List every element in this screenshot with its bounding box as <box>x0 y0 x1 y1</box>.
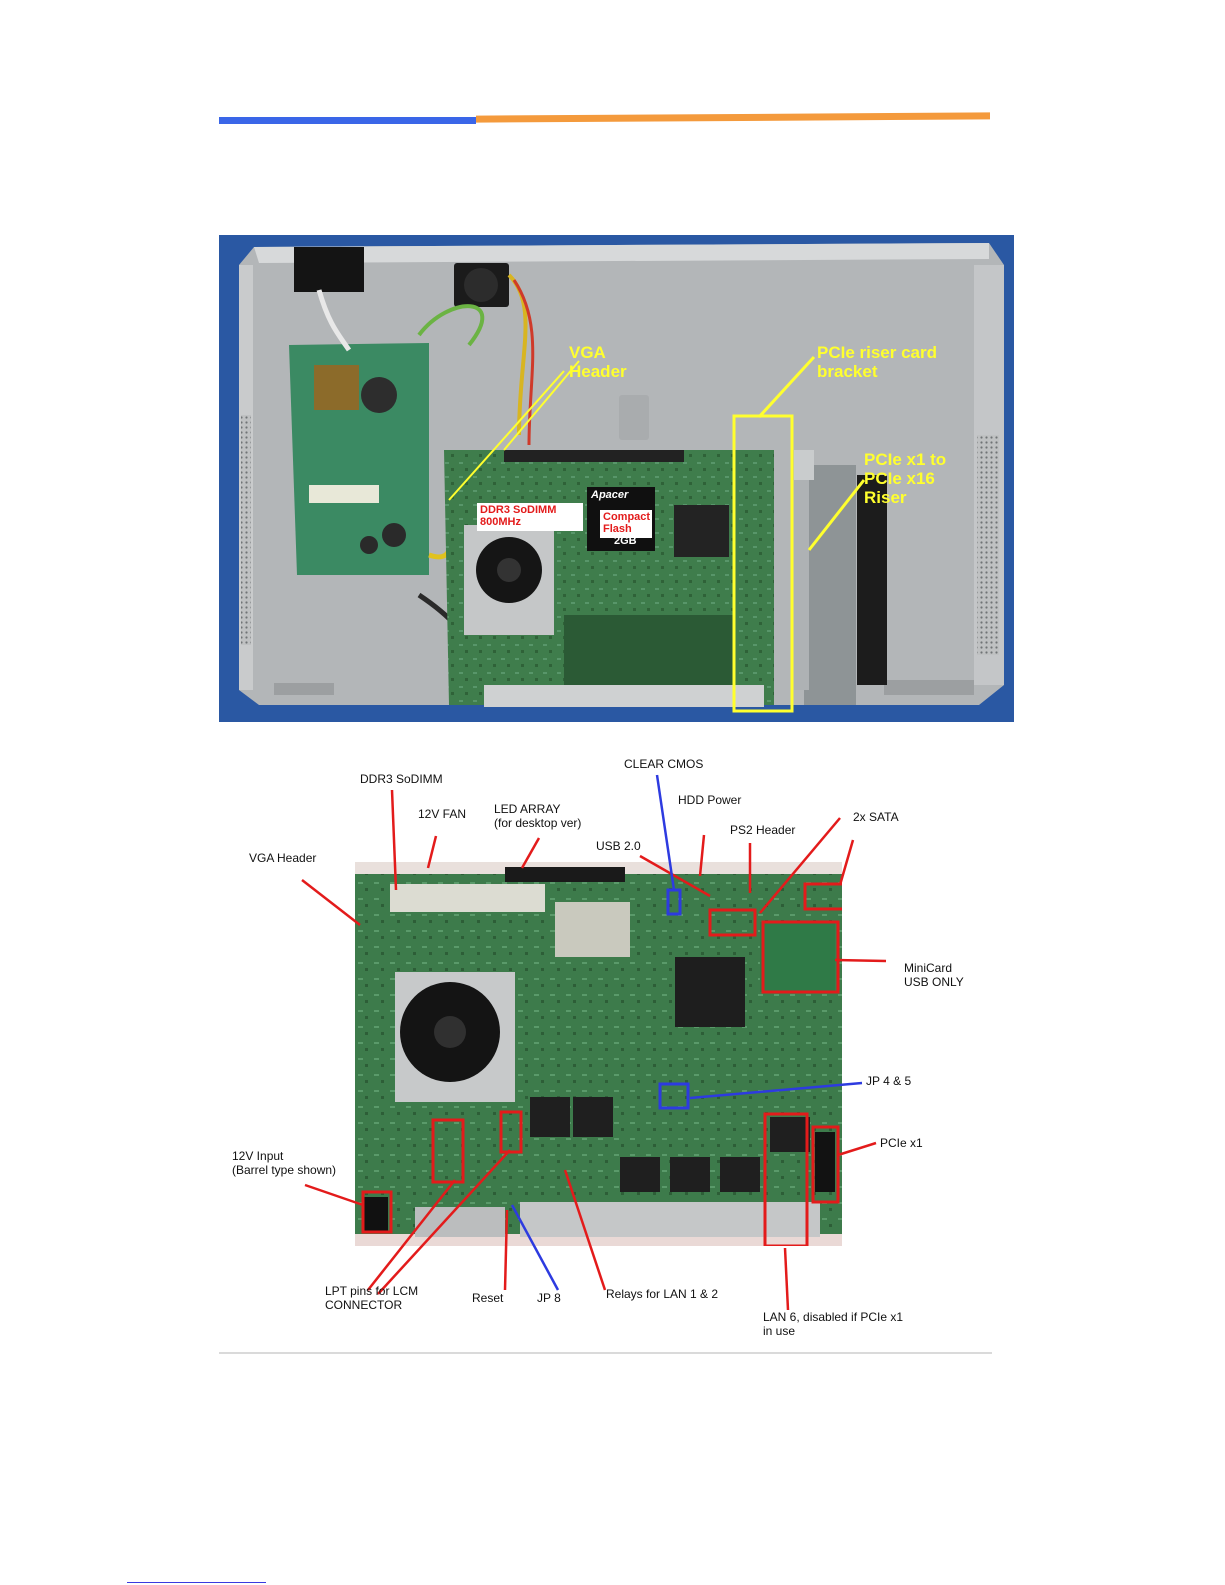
label-led-array: LED ARRAY (for desktop ver) <box>494 802 581 830</box>
label-riser-bracket: PCIe riser card bracket <box>817 343 937 381</box>
label-lpt: LPT pins for LCM CONNECTOR <box>325 1284 418 1312</box>
label-line: PCIe x1 to <box>864 450 947 469</box>
label-minicard: MiniCard USB ONLY <box>904 961 964 989</box>
label-line: LED ARRAY <box>494 802 561 816</box>
label-jp45: JP 4 & 5 <box>866 1074 912 1088</box>
label-line: bracket <box>817 362 878 381</box>
label-line: Compact <box>603 511 651 523</box>
board-photo <box>355 862 842 1246</box>
label-compact-flash: Compact Flash <box>600 510 652 538</box>
label-hdd-power: HDD Power <box>678 793 742 807</box>
label-line: USB ONLY <box>904 975 964 989</box>
label-line: (Barrel type shown) <box>232 1163 337 1177</box>
label-line: LPT pins for LCM <box>325 1284 419 1298</box>
link-underline <box>127 1582 266 1583</box>
label-line: LAN 6, disabled if PCIe x1 <box>763 1310 904 1324</box>
label-line: Riser <box>864 488 907 507</box>
label-pcie-x1: PCIe x1 <box>880 1136 923 1150</box>
label-line: (for desktop ver) <box>494 816 582 830</box>
label-line: VGA <box>569 343 606 362</box>
label-riser: PCIe x1 to PCIe x16 Riser <box>864 450 946 507</box>
label-reset: Reset <box>472 1291 504 1305</box>
label-vga: VGA Header <box>249 851 317 865</box>
label-vga-header: VGA Header <box>569 343 627 381</box>
chassis-photo: VGA Header PCIe riser card bracket PCIe … <box>219 235 1014 722</box>
label-line: PCIe riser card <box>817 343 938 362</box>
label-relays: Relays for LAN 1 & 2 <box>606 1287 719 1301</box>
label-ps2: PS2 Header <box>730 823 796 837</box>
label-lan6: LAN 6, disabled if PCIe x1 in use <box>763 1310 903 1338</box>
board-photo-drawing <box>355 862 842 1246</box>
label-sata: 2x SATA <box>853 810 899 824</box>
cf-brand: Apacer <box>591 489 629 501</box>
label-line: Header <box>569 362 627 381</box>
label-line: 12V Input <box>232 1149 284 1163</box>
footer-rule <box>219 1352 992 1354</box>
label-line: MiniCard <box>904 961 953 975</box>
label-line: PCIe x16 <box>864 469 935 488</box>
label-line: DDR3 SoDIMM <box>480 504 557 516</box>
label-ddr3: DDR3 SoDIMM <box>360 772 443 786</box>
label-sodimm: DDR3 SoDIMM 800MHz <box>477 503 583 531</box>
header-rule-blue <box>219 117 476 124</box>
label-line: CONNECTOR <box>325 1298 403 1312</box>
label-usb20: USB 2.0 <box>596 839 641 853</box>
label-12v-input: 12V Input (Barrel type shown) <box>232 1149 336 1177</box>
chassis-photo-drawing <box>219 235 1014 722</box>
label-fan: 12V FAN <box>418 807 467 821</box>
label-jp8: JP 8 <box>537 1291 561 1305</box>
label-line: Flash <box>603 523 632 535</box>
label-line: in use <box>763 1324 796 1338</box>
label-line: 800MHz <box>480 516 521 528</box>
cf-size: 2GB <box>614 535 637 547</box>
label-clear-cmos: CLEAR CMOS <box>624 757 704 771</box>
